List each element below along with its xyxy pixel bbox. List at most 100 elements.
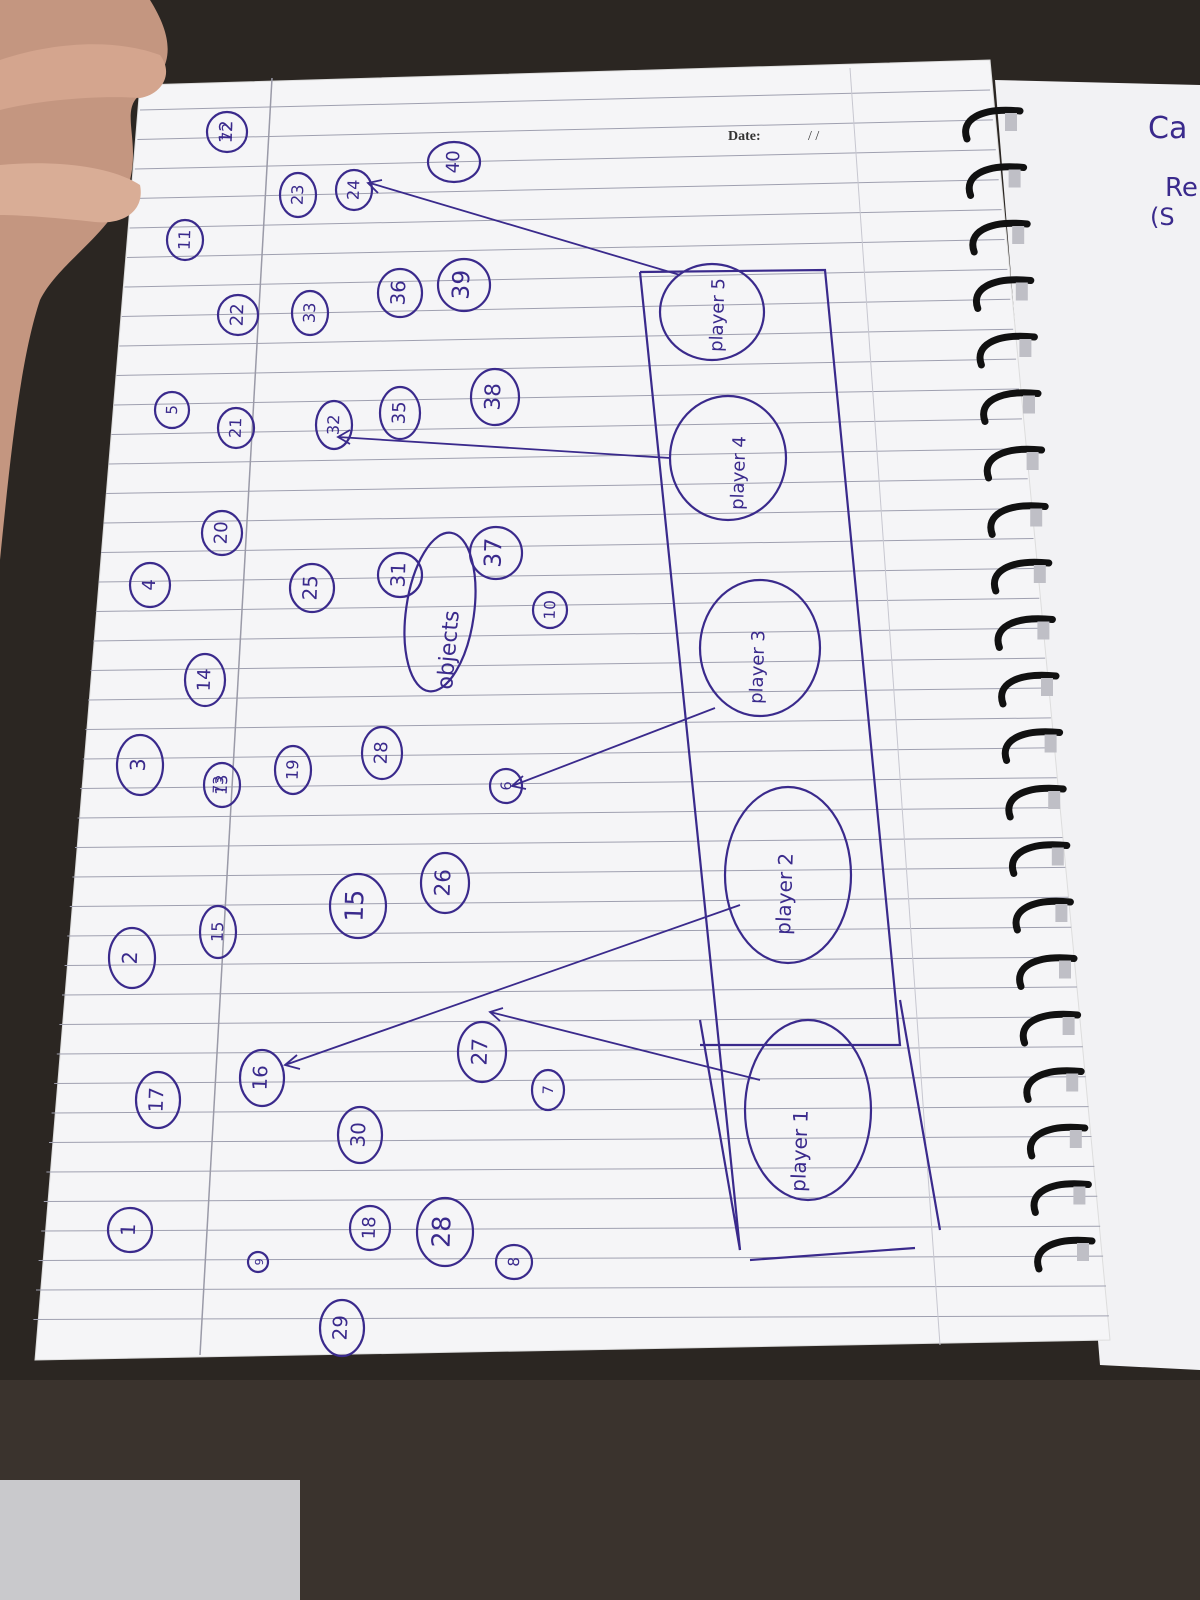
ruled-line [38,1255,1104,1261]
circle-outline [278,171,318,219]
player-1-label: player 1 [786,1109,813,1192]
arrows [283,179,761,1081]
numbered-circle: 4 [128,561,172,609]
circle-outline [336,1105,384,1165]
ruled-line [132,179,999,199]
circle-number: 36 [387,280,411,306]
numbered-circle: 16 [238,1048,286,1108]
ruled-line [48,1136,1092,1143]
circle-number: 29 [329,1315,353,1341]
numbered-circle: 1 [106,1206,154,1254]
player-2: player 2 [723,785,853,965]
spiral-ring [983,445,1046,482]
ruled-line [111,418,1022,435]
binding-hole [1033,565,1046,583]
binding-hole [1059,960,1071,979]
numbered-circle: 30 [336,1105,384,1165]
numbered-circle: 9 [246,1250,270,1274]
circle-outline [360,725,404,781]
spiral-ring [1027,1123,1089,1160]
lineup-frame-lower-right [898,999,942,1231]
spiral-ring [1019,1010,1082,1047]
spiral-ring [969,219,1031,256]
circle-outline [468,525,524,581]
circle-outline [488,767,524,805]
player-4-label: player 4 [727,436,751,510]
numbered-circle: 5 [153,390,191,430]
circle-outline [318,1298,366,1358]
cloth-corner [0,1480,300,1600]
numbered-circle: 36 [376,267,424,319]
binding-hole [1030,508,1043,527]
spiral-ring [980,389,1042,425]
binding-hole [1073,1186,1086,1205]
binding-hole [1062,1017,1075,1035]
ruled-line [46,1165,1095,1173]
lineup-frame-bottom [749,1246,916,1262]
spiral-ring [1030,1180,1092,1216]
circle-number: 38 [481,383,507,411]
arrow-player1-to-27 [489,1011,761,1081]
circle-outline [328,872,388,940]
numbered-circle: 25 [288,562,336,614]
arrowhead-16 [283,1054,301,1070]
circle-outline [216,293,260,337]
circle-number: 4 [139,579,160,591]
ruled-line [108,448,1025,465]
numbered-circle: 14 [183,652,227,708]
spiral-ring [994,615,1056,651]
ruled-line [90,657,1046,671]
ruled-line [61,986,1078,996]
ruled-lines [33,89,1109,1320]
circle-outline [415,1196,475,1268]
numbered-circle: 19 [273,744,313,796]
circle-outline [107,926,157,990]
numbered-circle: 28 [360,725,404,781]
player-2-label: player 2 [771,852,798,935]
date-separators: / / [808,129,819,144]
circle-number: 15 [339,889,369,922]
spiral-ring [991,558,1053,595]
circle-outline [202,761,242,809]
spiral-ring [1001,728,1064,764]
ruled-line [100,538,1034,553]
player-1: player 1 [743,1018,873,1202]
circle-number: 20 [211,521,233,545]
circle-outline [183,652,227,708]
circle-number: 17 [145,1087,169,1113]
binding-hole [1069,1130,1082,1148]
spiral-ring [1023,1067,1085,1103]
binding-hole [1012,226,1025,244]
numbered-circle: 35 [378,385,422,441]
binding-hole [1077,1243,1089,1261]
spiral-ring [1012,897,1074,934]
spiral-ring [973,276,1035,312]
ruled-line [121,298,1011,317]
ruled-line [43,1195,1098,1202]
binding-hole [1066,1073,1079,1092]
ruled-line [98,567,1037,583]
arrow-player3-to-6 [511,707,716,787]
numbered-circle: 33 [290,289,330,337]
spiral-ring [976,332,1038,369]
numbered-circle: 39 [436,257,492,313]
circle-number: 33 [300,302,320,323]
arrow-player4-to-32 [337,436,671,459]
margin-line [199,77,273,1356]
spiral-ring [987,502,1049,538]
ruled-line [85,717,1051,730]
ruled-line [67,926,1072,937]
numbered-circle: 32 [314,399,354,451]
binding-hole [1026,452,1039,470]
numbered-circle: 26 [419,851,471,915]
ruled-line [41,1225,1101,1232]
circle-number: 26 [431,869,457,897]
circle-outline [153,390,191,430]
binding-hole [1008,169,1021,188]
numbered-circle: 6 [488,767,524,805]
numbered-circle: 18 [348,1204,392,1252]
spiral-ring [962,106,1024,143]
lineup-frame-left [638,271,742,1251]
circle-outline [288,562,336,614]
circle-number: 3 [126,758,150,772]
